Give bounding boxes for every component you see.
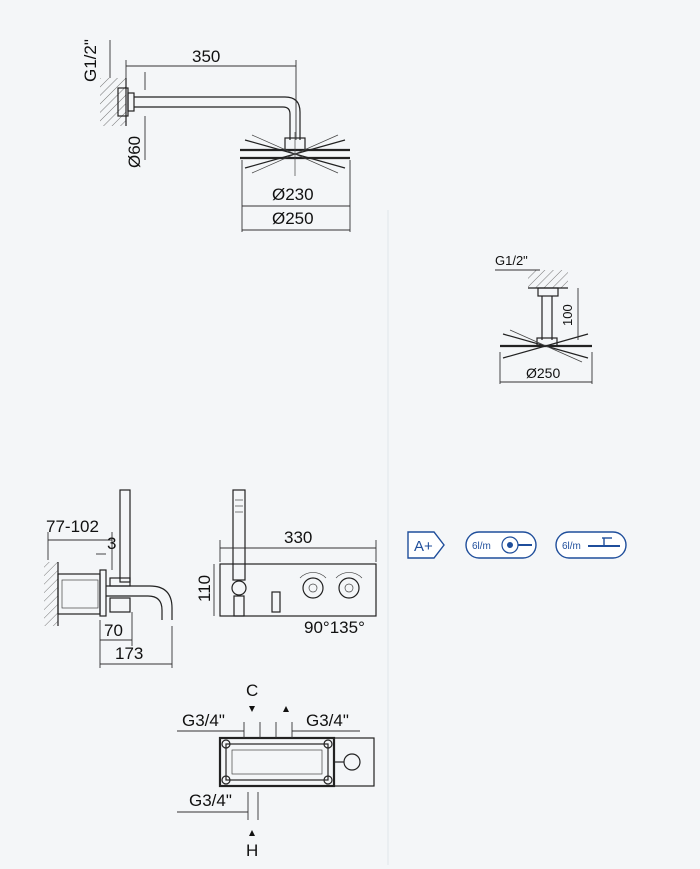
dim-head-diameter-230: Ø230 [272,185,314,204]
front-view-drawing: 330 110 90°135° [195,489,377,637]
dim-spout-depth-173: 173 [115,644,143,663]
dim-head-diameter-250: Ø250 [272,209,314,228]
energy-class-label: A+ [414,538,433,555]
hand-shower-flow-badge: 6l/m [465,531,537,559]
knob-rotation-label: 90°135° [304,618,365,637]
label-c: C [246,681,258,700]
rough-in-body-drawing: C G3/4" G3/4" G3/4" H [177,681,375,860]
dim-ceiling-arm-length: 100 [560,304,575,326]
side-view-drawing: 77-102 3 70 173 [44,489,173,668]
ceiling-hatch [528,270,568,288]
thermostat-knob-left [302,577,324,599]
wall-hatch [100,78,126,126]
outlet-label: G3/4" [189,791,232,810]
inlet-right-label: G3/4" [306,711,349,730]
head-shower-icon [588,537,620,547]
dim-panel-height: 110 [195,575,214,602]
energy-class-badge: A+ [407,531,445,559]
label-h: H [246,841,258,860]
dim-panel-width: 330 [284,528,312,547]
head-shower-flow-badge: 6l/m [555,531,627,559]
shower-head-2 [500,329,592,363]
hand-flow-rate: 6l/m [472,541,491,552]
dim-head-diameter-2: Ø250 [526,365,560,381]
dim-spout-depth-70: 70 [104,621,123,640]
dim-arm-length: 350 [192,47,220,66]
head-flow-rate: 6l/m [562,541,581,552]
shower-head-1 [240,132,350,176]
connection-label-1: G1/2" [81,39,100,82]
dim-flange-diameter: Ø60 [125,136,144,168]
wall-hatch-2 [44,562,58,626]
connection-label-2: G1/2" [495,253,528,268]
rough-in-cartridge [343,753,361,771]
inlet-left-label: G3/4" [182,711,225,730]
ceiling-shower-arm-drawing: G1/2" 100 Ø250 [495,253,593,384]
thermostat-knob-right [338,577,360,599]
front-plate [219,563,377,617]
dim-offset: 3 [107,534,116,553]
dim-wall-depth: 77-102 [46,517,99,536]
wall-shower-arm-drawing: 350 G1/2" Ø60 Ø230 Ø250 [81,39,351,232]
